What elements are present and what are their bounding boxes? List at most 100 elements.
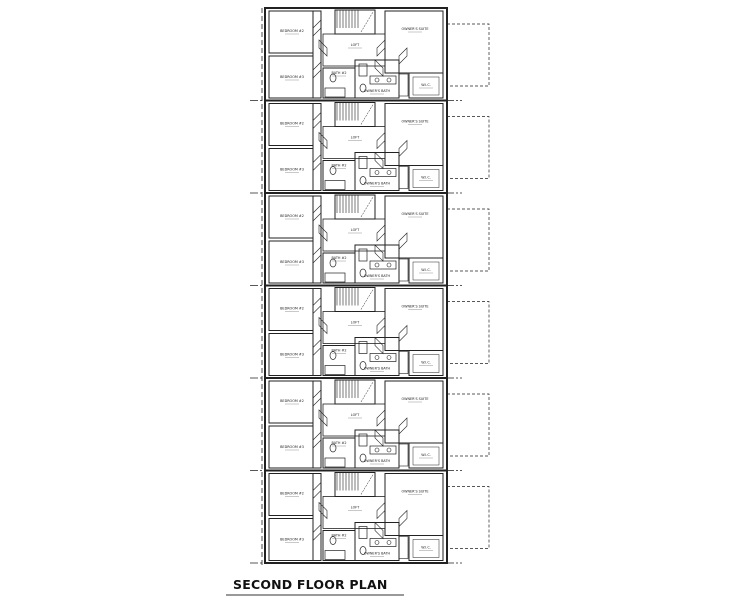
wic-walls (408, 442, 444, 469)
deck-outline (446, 301, 490, 364)
room-label-owners-suite: OWNER'S SUITE (401, 305, 428, 309)
vanity (369, 353, 397, 362)
room-label-bath-2: BATH #2 (331, 534, 346, 538)
linen-closet (398, 443, 409, 467)
vanity (369, 75, 397, 85)
loft-walls (322, 218, 386, 252)
toilet (359, 268, 367, 278)
owners-suite-walls (384, 195, 444, 259)
door-swing (376, 131, 386, 150)
toilet (359, 453, 367, 463)
sink (374, 262, 380, 268)
door-swing (312, 431, 322, 449)
deck-outline (446, 486, 490, 549)
owners-suite-walls (384, 288, 444, 351)
unit-outer-wall (264, 99, 448, 194)
loft-walls (322, 403, 386, 437)
stair-arrow (360, 289, 374, 310)
closet-walls (312, 10, 322, 99)
toilet (329, 536, 337, 545)
sink (386, 540, 392, 545)
room-label-owners-suite: OWNER'S SUITE (401, 212, 428, 216)
room-label-wic: W.I.C. (421, 453, 431, 457)
sink (374, 170, 380, 175)
bathtub (324, 87, 346, 98)
room-label-owners-bath: OWNER'S BATH (364, 552, 391, 556)
wic-shelf (412, 539, 440, 558)
room-label-owners-bath: OWNER'S BATH (364, 89, 391, 93)
deck-outline (446, 23, 490, 87)
linen-closet (398, 166, 409, 189)
loft-walls (322, 126, 386, 159)
toilet (359, 176, 367, 185)
plan-title: SECOND FLOOR PLAN (233, 577, 388, 592)
owners-suite-walls (384, 473, 444, 536)
room-label-bedroom-2: BEDROOM #2 (280, 307, 304, 311)
stair-arrow (360, 381, 374, 403)
door-swing (312, 389, 322, 407)
closet-walls (312, 380, 322, 469)
toilet (329, 258, 337, 268)
room-label-wic: W.I.C. (421, 361, 431, 365)
door-swing (312, 204, 322, 222)
room-label-owners-bath: OWNER'S BATH (364, 182, 391, 186)
toilet (329, 351, 337, 360)
door-swing (318, 224, 328, 242)
closet-walls (312, 288, 322, 376)
door-swing (376, 39, 386, 57)
stair-arrow (360, 474, 374, 495)
door-swing (376, 409, 386, 427)
bathtub (324, 550, 346, 560)
wic-shelf (412, 354, 440, 373)
unit-outer-wall (264, 469, 448, 564)
owners-suite-walls (384, 380, 444, 444)
unit-outer-wall (264, 7, 448, 102)
door-swing (398, 417, 408, 435)
linen-closet (398, 258, 409, 282)
room-label-wic: W.I.C. (421, 176, 431, 180)
door-swing (376, 316, 386, 335)
stair-arrow (360, 104, 374, 125)
wic-shelf (412, 446, 440, 466)
closet-walls (312, 473, 322, 561)
deck-outline (446, 208, 490, 272)
shower (358, 526, 368, 539)
deck-outline (446, 393, 490, 457)
room-label-bedroom-2: BEDROOM #2 (280, 122, 304, 126)
owners-suite-walls (384, 10, 444, 74)
door-swing (312, 338, 322, 357)
door-swing (318, 39, 328, 57)
sink (386, 262, 392, 268)
room-label-bedroom-3: BEDROOM #3 (280, 168, 304, 172)
door-swing (374, 521, 384, 540)
door-swing (374, 336, 384, 355)
unit-outer-wall (264, 284, 448, 379)
wic-walls (408, 350, 444, 376)
room-label-loft: LOFT (351, 43, 360, 47)
room-label-wic: W.I.C. (421, 268, 431, 272)
door-swing (318, 131, 328, 150)
door-swing (312, 246, 322, 264)
loft-walls (322, 496, 386, 529)
door-swing (374, 244, 384, 262)
vanity (369, 538, 397, 547)
shower (358, 248, 368, 262)
room-label-owners-bath: OWNER'S BATH (364, 367, 391, 371)
room-label-bedroom-2: BEDROOM #2 (280, 29, 304, 33)
toilet (329, 166, 337, 175)
door-swing (374, 151, 384, 170)
door-swing (398, 47, 408, 65)
room-label-loft: LOFT (351, 506, 360, 510)
door-swing (374, 429, 384, 447)
room-label-owners-suite: OWNER'S SUITE (401, 27, 428, 31)
door-swing (376, 224, 386, 242)
toilet (329, 443, 337, 453)
linen-closet (398, 351, 409, 374)
door-swing (312, 19, 322, 37)
door-swing (312, 153, 322, 172)
